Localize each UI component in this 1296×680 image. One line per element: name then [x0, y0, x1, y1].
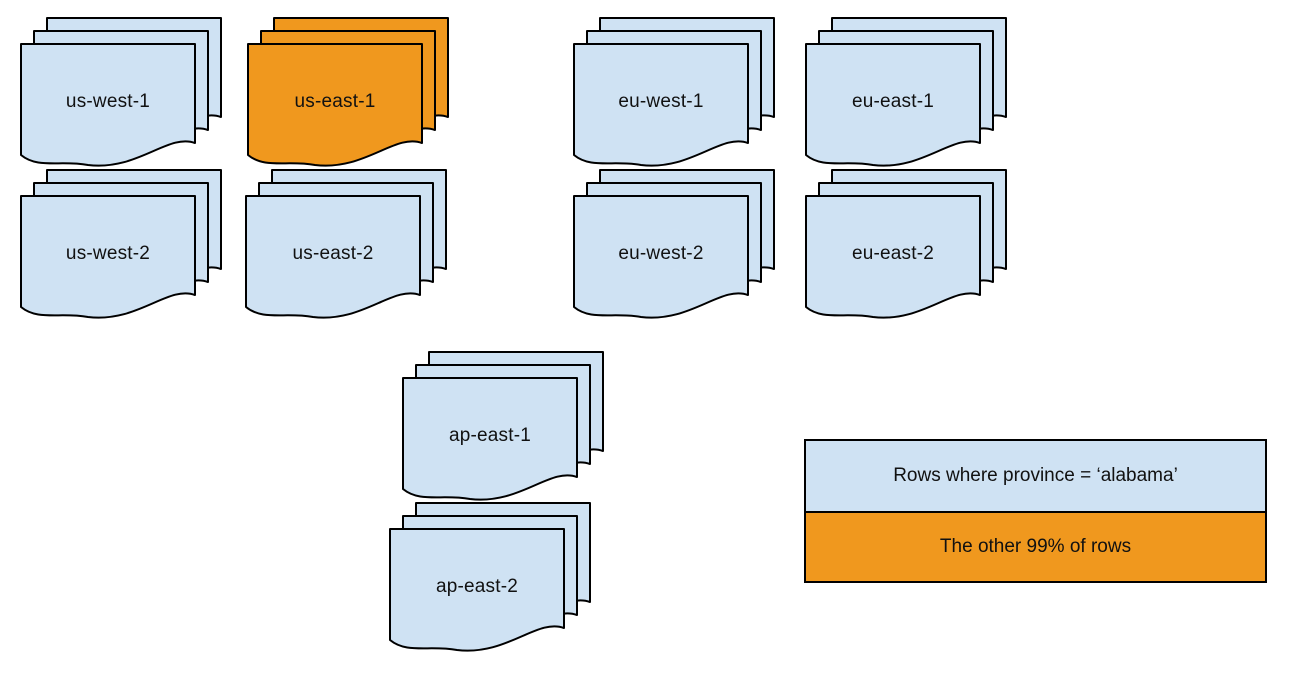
region-label: eu-west-2 [618, 243, 704, 264]
legend: Rows where province = ‘alabama’ The othe… [804, 439, 1267, 583]
region-label: us-west-1 [65, 91, 151, 112]
region-label: ap-east-1 [448, 425, 532, 446]
region-stack-ap-east-1: ap-east-1 [402, 351, 608, 507]
region-stack-us-east-1: us-east-1 [247, 17, 453, 173]
legend-row-alabama: Rows where province = ‘alabama’ [806, 441, 1265, 511]
region-stack-eu-west-2: eu-west-2 [573, 169, 779, 325]
region-stack-eu-east-1: eu-east-1 [805, 17, 1011, 173]
legend-row-label: The other 99% of rows [939, 536, 1132, 557]
legend-row-label: Rows where province = ‘alabama’ [893, 465, 1178, 486]
region-label: eu-east-2 [851, 243, 935, 264]
region-stack-eu-west-1: eu-west-1 [573, 17, 779, 173]
region-label: us-east-2 [292, 243, 374, 264]
region-stack-eu-east-2: eu-east-2 [805, 169, 1011, 325]
region-label: eu-west-1 [618, 91, 704, 112]
region-label: us-west-2 [65, 243, 151, 264]
region-stack-ap-east-2: ap-east-2 [389, 502, 595, 658]
legend-row-other-rows: The other 99% of rows [806, 511, 1265, 581]
region-label: eu-east-1 [851, 91, 935, 112]
region-label: ap-east-2 [435, 576, 519, 597]
region-stack-us-west-2: us-west-2 [20, 169, 226, 325]
region-label: us-east-1 [294, 91, 376, 112]
region-stack-us-east-2: us-east-2 [245, 169, 451, 325]
region-stack-us-west-1: us-west-1 [20, 17, 226, 173]
